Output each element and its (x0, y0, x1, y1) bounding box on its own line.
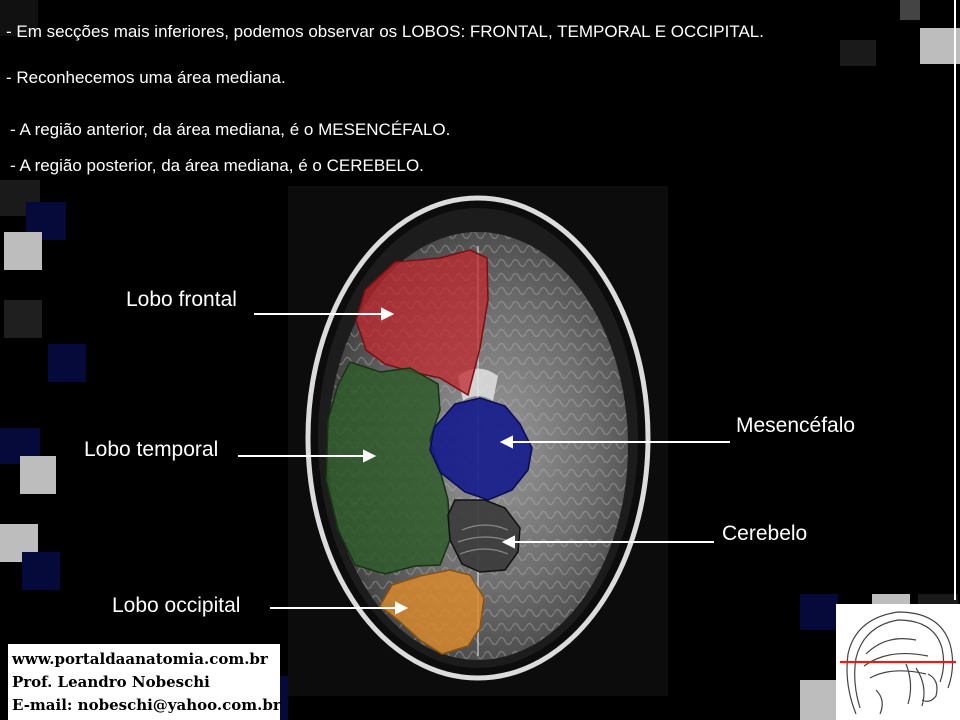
decor-square (22, 552, 60, 590)
credits-author: Prof. Leandro Nobeschi (12, 673, 210, 691)
decor-square (920, 28, 960, 64)
sagittal-thumbnail (836, 604, 960, 720)
credits-email: E-mail: nobeschi@yahoo.com.br (12, 696, 281, 714)
decor-square (900, 0, 920, 20)
label-occipital-lobe: Lobo occipital (112, 594, 241, 617)
bullet-3: - A região anterior, da área mediana, é … (10, 120, 451, 139)
frame-line (954, 0, 956, 600)
bullet-1: - Em secções mais inferiores, podemos ob… (6, 22, 764, 41)
label-frontal-lobe: Lobo frontal (126, 288, 237, 311)
label-mesencephalon: Mesencéfalo (736, 414, 856, 437)
label-cerebellum: Cerebelo (722, 522, 808, 545)
decor-square (48, 344, 86, 382)
credits-site: www.portaldaanatomia.com.br (12, 650, 268, 668)
decor-square (800, 594, 838, 630)
mri-axial-scan (288, 186, 668, 696)
decor-square (840, 40, 876, 66)
bullet-4: - A região posterior, da área mediana, é… (10, 156, 424, 175)
bullet-2: - Reconhecemos uma área mediana. (6, 68, 286, 87)
decor-square (4, 300, 42, 338)
decor-square (20, 456, 56, 494)
credits-box: www.portaldaanatomia.com.br Prof. Leandr… (8, 644, 281, 720)
decor-square (800, 680, 836, 720)
decor-square (4, 232, 42, 270)
sagittal-head-sketch (840, 611, 956, 715)
label-temporal-lobe: Lobo temporal (84, 438, 219, 461)
decor-square (0, 0, 38, 36)
